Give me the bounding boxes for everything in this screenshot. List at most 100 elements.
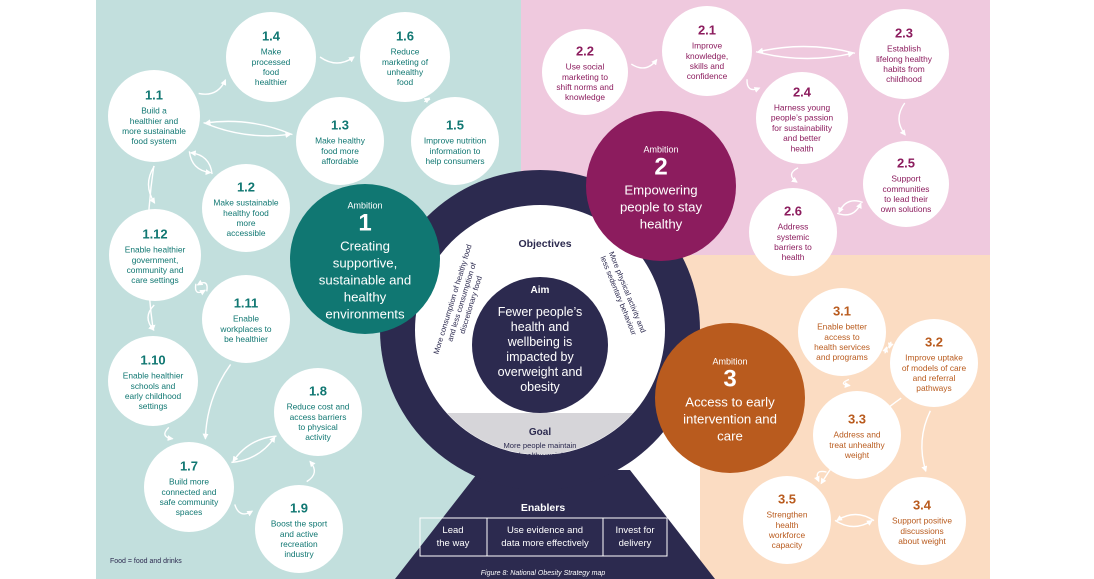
ambition-title: Empowering [624, 183, 697, 198]
node-label: Reduce [391, 47, 420, 57]
connector-arrow [231, 436, 276, 464]
node-label: Support [891, 174, 921, 184]
node-number: 1.6 [396, 29, 414, 44]
node-circle [859, 9, 949, 99]
node-label: safe community [160, 497, 219, 507]
node-label: childhood [886, 74, 922, 84]
node-label: to lead their [884, 194, 928, 204]
enabler-item: delivery [619, 538, 652, 549]
node-number: 1.3 [331, 118, 349, 133]
node-label: help consumers [425, 156, 484, 166]
node-label: food more [321, 146, 359, 156]
ambition-title: sustainable and [319, 273, 411, 288]
connector-arrow [757, 45, 856, 54]
connector-arrow [834, 519, 873, 528]
connector-arrow [204, 119, 293, 136]
node-label: recreation [280, 539, 318, 549]
node-label: be healthier [224, 334, 268, 344]
enabler-item: Invest for [615, 525, 654, 536]
node-circle [360, 12, 450, 102]
node-label: government, [132, 255, 179, 265]
node-label: health [791, 143, 814, 153]
node-label: confidence [687, 71, 728, 81]
node-label: accessible [226, 228, 265, 238]
node-label: about weight [898, 536, 946, 546]
node-circle [813, 391, 901, 479]
enabler-item: the way [437, 538, 470, 549]
aim-line: obesity [520, 380, 560, 394]
connector-arrow [755, 51, 854, 60]
node-label: and better [783, 133, 821, 143]
ambition-title: healthy [344, 290, 387, 305]
node-circle [274, 368, 362, 456]
connector-arrow [882, 346, 889, 354]
node-circle [411, 97, 499, 185]
connector-arrow [630, 58, 658, 69]
node-label: capacity [772, 540, 804, 550]
node-label: barriers to [774, 242, 812, 252]
node-label: Enable healthier [125, 245, 186, 255]
node-label: Make [261, 47, 282, 57]
node-label: shift norms and [556, 82, 614, 92]
enablers-title: Enablers [521, 502, 566, 514]
node-circle [202, 275, 290, 363]
node-circle [144, 442, 234, 532]
figure-caption: Figure 8: National Obesity Strategy map [481, 570, 606, 577]
aim-line: wellbeing is [507, 335, 573, 349]
enabler-item: Lead [442, 525, 463, 536]
node-label: lifelong healthy [876, 54, 933, 64]
node-label: treat unhealthy [829, 440, 885, 450]
node-label: health [776, 520, 799, 530]
node-label: workforce [768, 530, 806, 540]
connector-arrow [836, 513, 875, 522]
enablers-base [395, 470, 715, 579]
node-label: Make healthy [315, 136, 366, 146]
node-number: 1.4 [262, 29, 281, 44]
node-label: Establish [887, 44, 921, 54]
node-label: systemic [777, 232, 810, 242]
connector-arrow [887, 341, 894, 349]
connector-arrow [921, 410, 931, 473]
node-label: access to [824, 332, 860, 342]
node-label: affordable [321, 156, 358, 166]
node-label: health [782, 252, 805, 262]
aim-title: Aim [531, 285, 550, 296]
connector-arrow [319, 56, 355, 64]
node-number: 3.1 [833, 304, 851, 319]
node-number: 1.2 [237, 180, 255, 195]
node-label: communities [882, 184, 929, 194]
objectives-title: Objectives [518, 238, 571, 250]
ambition-3-circle [655, 323, 805, 473]
node-label: community and [127, 265, 184, 275]
node-label: Enable healthier [123, 371, 184, 381]
node-label: habits from [883, 64, 924, 74]
node-label: schools and [131, 381, 176, 391]
connector-arrow [790, 167, 799, 183]
node-label: pathways [916, 383, 951, 393]
node-label: skills and [690, 61, 725, 71]
node-label: activity [305, 432, 331, 442]
node-label: discussions [900, 526, 943, 536]
node-circle [202, 164, 290, 252]
connector-arrow [164, 426, 174, 442]
node-label: knowledge, [686, 51, 728, 61]
ambition-number: 1 [358, 210, 371, 237]
node-circle [542, 29, 628, 115]
connector-arrow [196, 279, 208, 292]
node-number: 1.1 [145, 88, 163, 103]
node-label: Address [778, 222, 809, 232]
